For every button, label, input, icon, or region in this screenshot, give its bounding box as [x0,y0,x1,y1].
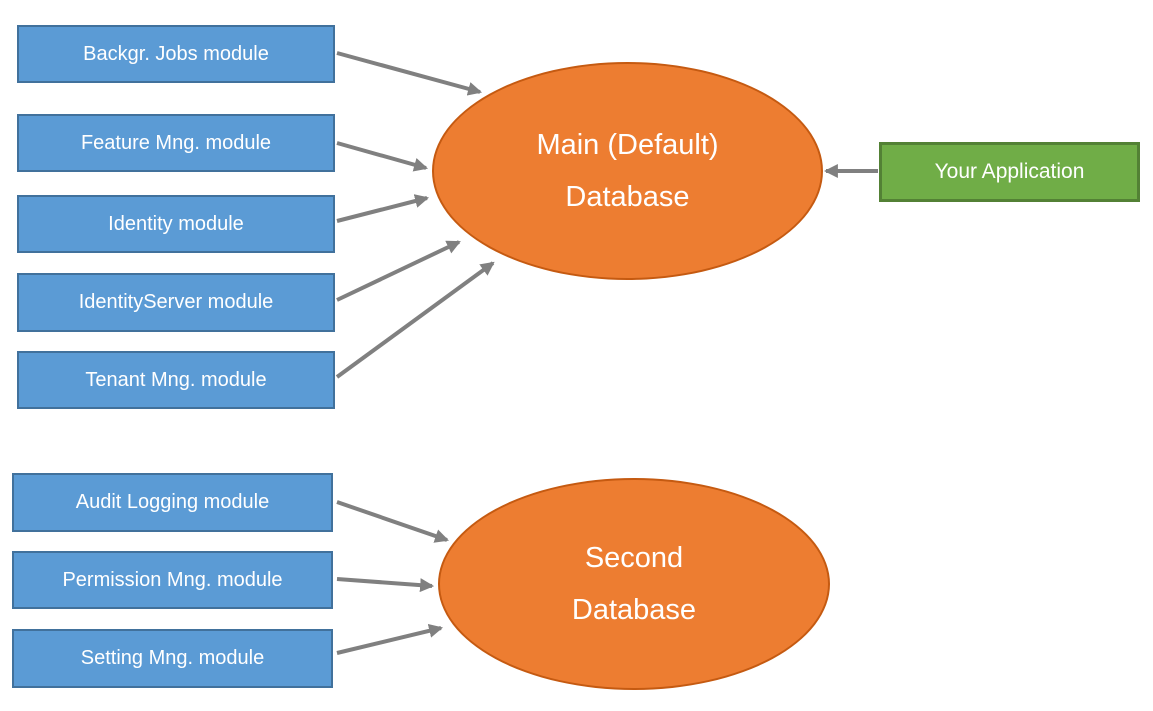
arrow-identity-module-to-main-database [336,194,430,223]
node-label-line: Database [565,181,690,213]
node-permission-mng-module: Permission Mng. module [12,551,333,609]
arrow-audit-logging-module-to-second-database [336,500,449,543]
arrow-setting-mng-module-to-second-database [336,623,444,655]
node-label: Tenant Mng. module [85,368,267,391]
arrow-feature-mng-module-to-main-database [336,141,429,172]
node-setting-mng-module: Setting Mng. module [12,629,333,688]
node-identity-module: Identity module [17,195,335,253]
node-label: Backgr. Jobs module [83,42,269,65]
node-label: Permission Mng. module [62,568,283,591]
node-audit-logging-module: Audit Logging module [12,473,333,532]
node-label: Feature Mng. module [80,131,272,154]
node-second-database: Second Database [438,478,830,690]
node-label-line: Database [571,594,697,626]
arrow-permission-mng-module-to-second-database [336,577,435,593]
arrow-backgr-jobs-module-to-main-database [336,51,483,96]
node-label: Audit Logging module [75,491,270,513]
node-label-line: Main (Default) [536,129,719,161]
node-tenant-mng-module: Tenant Mng. module [17,351,335,409]
arrow-tenant-mng-module-to-main-database [335,261,495,379]
node-identityserver-module: IdentityServer module [17,273,335,332]
arrow-identityserver-module-to-main-database [336,240,461,302]
node-label-line: Second [584,542,684,574]
node-label: Identity module [108,212,244,235]
node-label: IdentityServer module [78,291,274,313]
node-backgr-jobs-module: Backgr. Jobs module [17,25,335,83]
node-label: Setting Mng. module [80,647,265,669]
node-feature-mng-module: Feature Mng. module [17,114,335,172]
node-your-application: Your Application [879,142,1140,202]
node-main-database: Main (Default) Database [432,62,823,280]
node-label: Your Application [934,160,1085,183]
